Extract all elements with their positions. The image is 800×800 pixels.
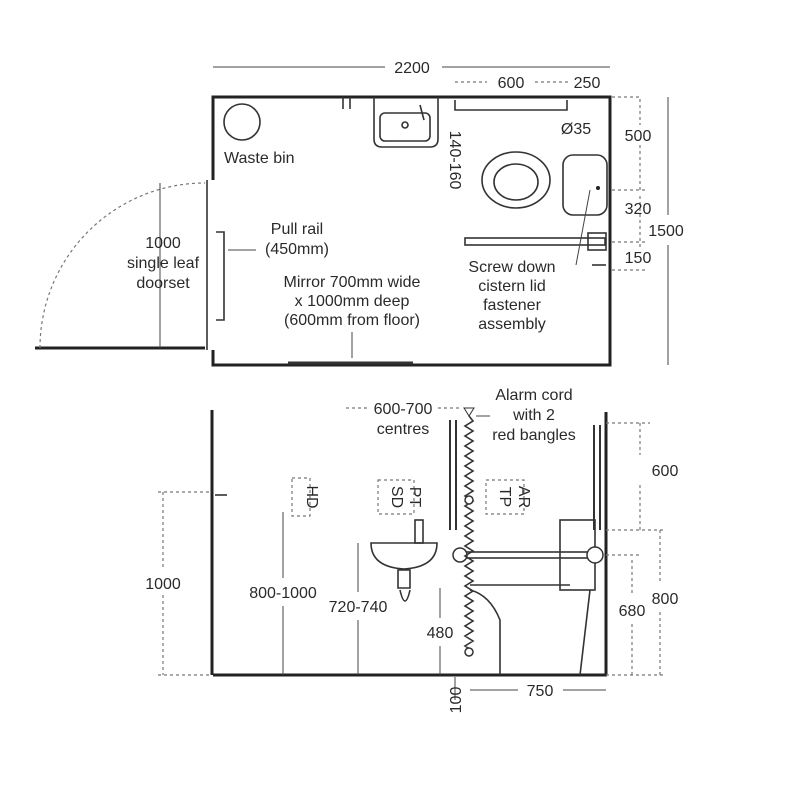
pull-rail-label: Pull rail — [271, 221, 323, 238]
drop-down-rail-elevation — [461, 551, 603, 559]
door-label: single leaf — [127, 255, 200, 272]
dim-1500: 1500 — [648, 223, 684, 240]
toilet-pan — [469, 589, 591, 676]
door-swing — [39, 182, 206, 349]
dim-480: 480 — [427, 625, 454, 642]
dim-600-700: 600-700 — [374, 401, 433, 418]
dim-150: 150 — [625, 250, 652, 267]
dim-1000: 1000 — [145, 576, 181, 593]
waste-bin-icon — [223, 103, 261, 141]
alarm-cord — [463, 415, 475, 652]
dim-600-elev: 600 — [652, 463, 679, 480]
dim-500: 500 — [625, 128, 652, 145]
dim-720-740: 720-740 — [329, 599, 388, 616]
tp-label: TP — [496, 487, 513, 507]
sd-label: SD — [388, 486, 405, 508]
dim-2200: 2200 — [394, 60, 430, 77]
washbasin-plan — [373, 97, 439, 148]
dim-140-160: 140-160 — [446, 131, 463, 190]
rail-hinge — [586, 546, 604, 564]
door-label: doorset — [136, 275, 190, 292]
screw-label: cistern lid — [478, 278, 546, 295]
basin-tap-elevation — [414, 519, 424, 544]
dim-750-line — [454, 677, 606, 700]
tp-ar-box: TP AR — [485, 479, 532, 515]
bangle — [464, 495, 474, 505]
dim-750: 750 — [527, 683, 554, 700]
basin-trap — [397, 569, 411, 602]
mirror-label: x 1000mm deep — [295, 293, 410, 310]
fastener-leader — [575, 189, 591, 266]
right-dims — [612, 96, 645, 271]
grab-rail-plan — [454, 100, 568, 111]
cistern-plan — [562, 154, 608, 216]
right-elevation-dims — [606, 422, 665, 676]
waste-bin-label: Waste bin — [224, 150, 295, 167]
dim-diameter: Ø35 — [561, 121, 591, 138]
ar-label: AR — [515, 486, 532, 508]
alarm-label: Alarm cord — [495, 387, 572, 404]
bangle — [464, 647, 474, 657]
pull-rail — [216, 231, 225, 321]
screw-label: fastener — [483, 297, 541, 314]
hand-dryer-icon — [342, 97, 351, 109]
screw-label: assembly — [478, 316, 546, 333]
toilet-bowl — [493, 163, 539, 201]
elevation-view: HD SD PT TP AR 1000 800-1000 720-740 480… — [145, 387, 678, 713]
screw-label: Screw down — [468, 259, 555, 276]
rail-hinge — [452, 547, 468, 563]
dim-680: 680 — [619, 603, 646, 620]
washbasin-elevation — [370, 542, 438, 570]
dim-600: 600 — [498, 75, 525, 92]
door-label: 1000 — [145, 235, 181, 252]
basin-drain — [401, 121, 409, 129]
alarm-label: red bangles — [492, 427, 576, 444]
dim-800-1000: 800-1000 — [249, 585, 317, 602]
plan-view: 2200 600 250 Ø35 140-160 500 320 150 150… — [35, 60, 684, 367]
dim-100: 100 — [448, 687, 465, 714]
basin-tap — [419, 104, 425, 121]
toilet-seat — [481, 151, 551, 209]
dim-centres: centres — [377, 421, 429, 438]
rail-bracket — [587, 232, 607, 251]
hd-label: HD — [303, 485, 320, 508]
drop-down-rail-plan — [464, 237, 606, 246]
dim-1000-line — [158, 491, 212, 676]
mirror-label: Mirror 700mm wide — [284, 274, 421, 291]
dim-250: 250 — [574, 75, 601, 92]
mirror-label: (600mm from floor) — [284, 312, 420, 329]
basin-bowl — [379, 112, 431, 142]
fastener-point — [596, 186, 600, 190]
pt-label: PT — [406, 487, 423, 508]
dim-800: 800 — [652, 591, 679, 608]
alarm-pull — [463, 407, 475, 417]
hd-box: HD — [291, 477, 320, 517]
alarm-label: with 2 — [512, 407, 555, 424]
sd-pt-box: SD PT — [377, 479, 423, 515]
pull-rail-label: (450mm) — [265, 241, 329, 258]
room-walls — [211, 95, 612, 367]
dim-320: 320 — [625, 201, 652, 218]
